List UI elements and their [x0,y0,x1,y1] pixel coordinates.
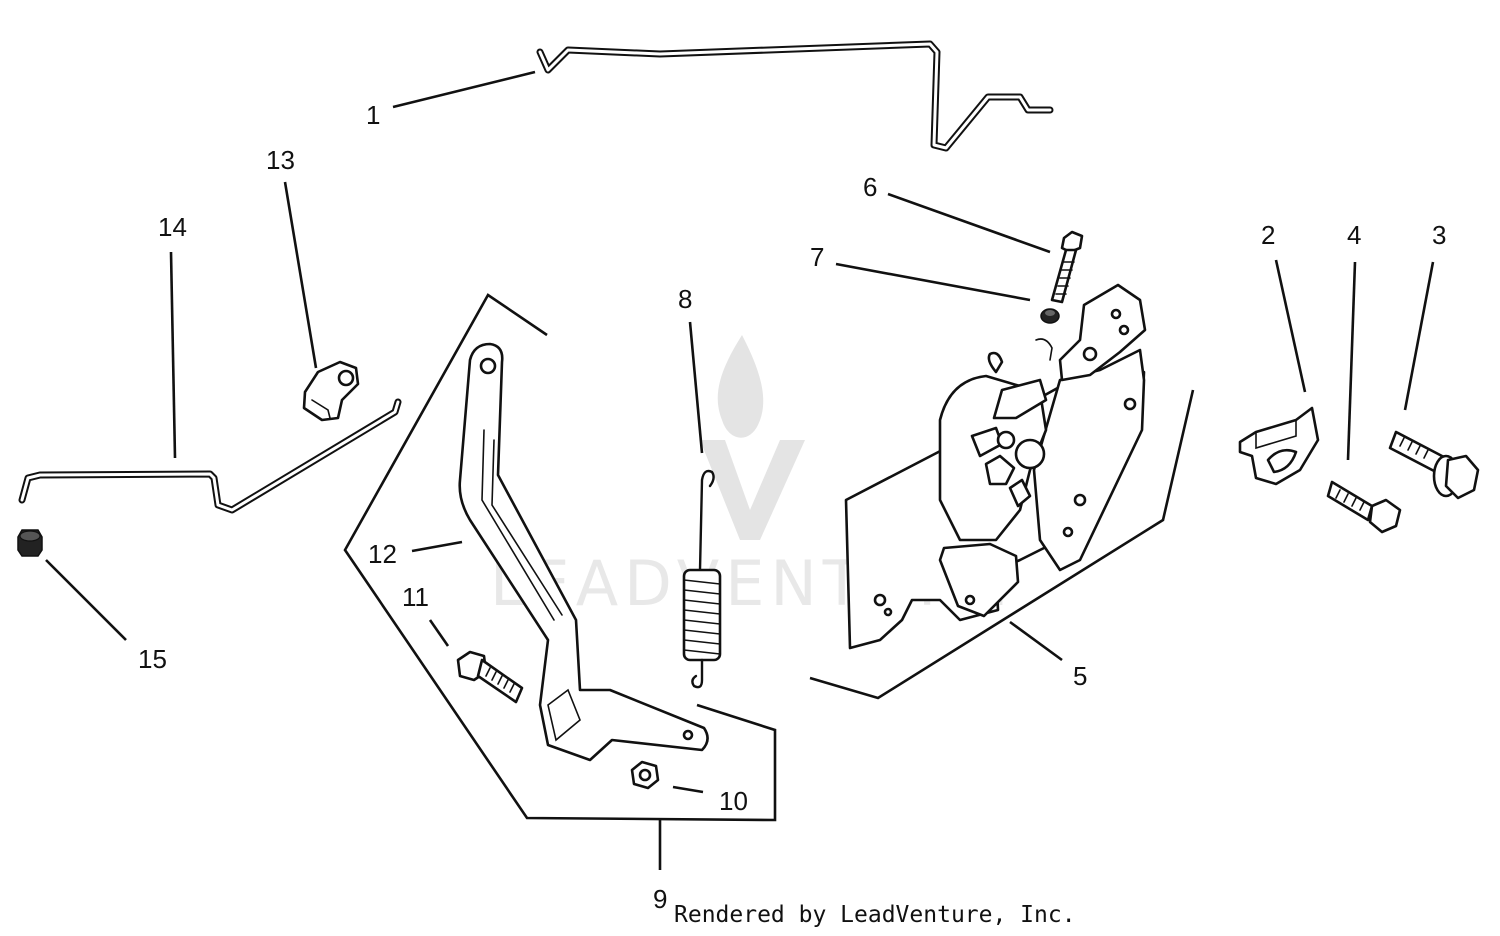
leader-15 [45,559,127,641]
part-8-spring[interactable] [682,469,722,689]
callout-8: 8 [678,284,692,314]
part-15-cap[interactable] [17,529,43,557]
leader-2 [1274,259,1307,393]
part-14-rod[interactable] [18,398,402,514]
callout-10: 10 [719,786,748,816]
leader-8 [688,321,704,454]
render-credit: Rendered by LeadVenture, Inc. [674,902,1076,928]
part-3-flange-bolt[interactable] [1388,430,1480,500]
callout-4: 4 [1347,220,1361,250]
leader-7 [835,262,1031,302]
callout-6: 6 [863,172,877,202]
part-11-bolt[interactable] [456,650,524,704]
callout-13: 13 [266,145,295,175]
leader-10 [672,785,704,794]
callout-11: 11 [402,582,429,612]
leader-4 [1346,261,1357,461]
part-1-rod[interactable] [536,40,1054,152]
callout-3: 3 [1432,220,1446,250]
part-6-screw[interactable] [1050,230,1084,304]
leader-3 [1403,261,1435,411]
callout-7: 7 [810,242,824,272]
part-4-bolt[interactable] [1326,480,1402,534]
leader-13 [283,181,318,369]
leader-12 [411,540,463,553]
part-5-control-plate[interactable] [809,283,1195,700]
callout-14: 14 [158,212,187,242]
callout-15: 15 [138,644,167,674]
part-7-spring[interactable] [1040,308,1060,324]
leader-11 [428,619,450,647]
leader-5 [1009,620,1063,662]
callout-12: 12 [368,539,397,569]
leader-14 [169,251,177,459]
callout-9: 9 [653,884,667,914]
part-9-group-bracket [343,293,777,822]
part-10-nut[interactable] [630,760,660,790]
leader-6 [887,192,1051,254]
callout-labels: 1 2 3 4 5 6 7 8 9 10 11 12 13 14 15 [138,100,1446,914]
callout-2: 2 [1261,220,1275,250]
part-12-lever[interactable] [458,342,709,762]
leader-lines [45,70,1435,870]
part-2-clip[interactable] [1238,406,1320,486]
leader-1 [392,70,536,109]
callout-5: 5 [1073,661,1087,691]
part-13-clip[interactable] [302,360,360,422]
callout-1: 1 [366,100,380,130]
